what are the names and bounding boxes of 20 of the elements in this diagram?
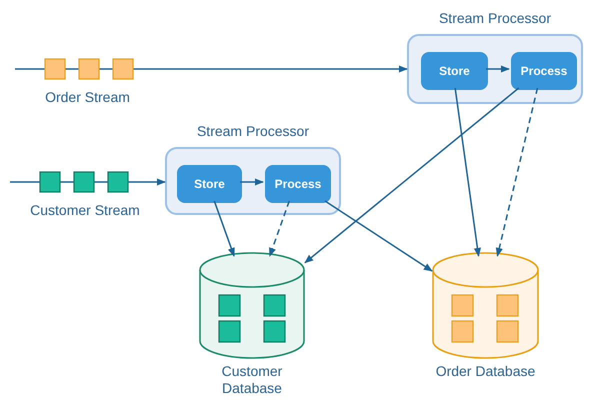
stream-label: Customer Stream xyxy=(29,201,141,220)
database-label: Customer Database xyxy=(220,363,284,397)
arrow xyxy=(486,65,510,73)
arrow xyxy=(324,200,433,272)
process-box: Process xyxy=(265,165,331,203)
arrow xyxy=(214,200,235,257)
arrow xyxy=(454,88,481,257)
process-box: Store xyxy=(177,165,242,203)
arrow xyxy=(496,88,538,257)
processor-title: Stream Processor xyxy=(438,9,552,28)
arrow xyxy=(240,178,264,186)
arrow xyxy=(140,65,408,73)
database-label: Order Database xyxy=(434,363,536,380)
arrow xyxy=(304,87,520,264)
process-box: Store xyxy=(421,52,488,90)
stream-label: Order Stream xyxy=(44,88,131,107)
arrow xyxy=(140,178,166,186)
process-box: Process xyxy=(511,52,577,90)
processor-title: Stream Processor xyxy=(196,122,310,141)
arrow xyxy=(269,200,290,257)
